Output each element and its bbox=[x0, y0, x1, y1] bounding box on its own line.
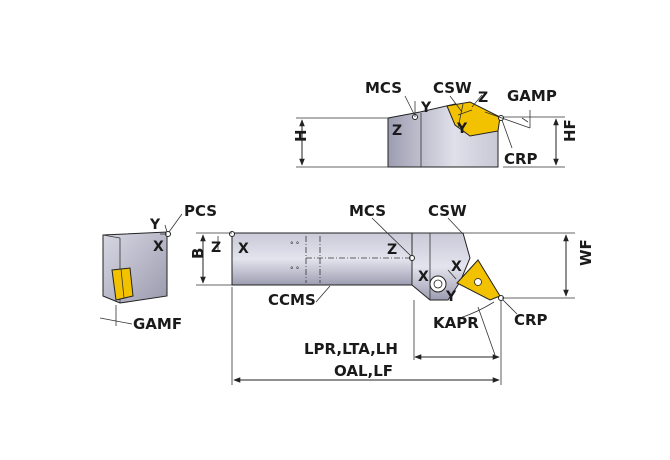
svg-text:° °: ° ° bbox=[290, 241, 299, 249]
end-view: PCS Y X GAMF bbox=[99, 202, 217, 333]
h-label: H bbox=[292, 129, 310, 142]
x-insert-axis: X bbox=[451, 259, 462, 275]
crp-main-label: CRP bbox=[514, 311, 548, 329]
y-insert-axis: Y bbox=[445, 289, 457, 305]
y-top-insert-axis: Y bbox=[456, 121, 468, 137]
crp-top-label: CRP bbox=[504, 150, 538, 168]
z-main-axis: Z bbox=[211, 240, 221, 256]
mcs-top-label: MCS bbox=[365, 79, 402, 97]
x-head-axis: X bbox=[418, 269, 429, 285]
gamf-label: GAMF bbox=[133, 315, 182, 333]
ccms-label: CCMS bbox=[268, 291, 316, 309]
gamp-label: GAMP bbox=[507, 87, 557, 105]
plan-view-head bbox=[411, 232, 471, 301]
oal-label: OAL,LF bbox=[334, 362, 393, 380]
x-main-axis: X bbox=[238, 241, 249, 257]
wf-label: WF bbox=[577, 239, 595, 266]
y-left-axis: Y bbox=[149, 217, 161, 233]
x-left-axis: X bbox=[153, 239, 164, 255]
plan-view-shank bbox=[231, 232, 413, 286]
mcs-main-label: MCS bbox=[349, 202, 386, 220]
svg-text:° °: ° ° bbox=[290, 266, 299, 274]
plan-view: ° ° ° ° B Z X CCMS MCS Z CS bbox=[189, 202, 595, 385]
csw-top-label: CSW bbox=[433, 79, 472, 97]
csw-main-label: CSW bbox=[428, 202, 467, 220]
lpr-label: LPR,LTA,LH bbox=[304, 340, 398, 358]
z-mcs-axis: Z bbox=[387, 242, 397, 258]
z-top-axis: Z bbox=[478, 90, 488, 106]
kapr-label: KAPR bbox=[433, 314, 479, 332]
y-top-axis: Y bbox=[420, 100, 432, 116]
b-label: B bbox=[189, 248, 207, 259]
side-view-insert bbox=[446, 101, 501, 137]
pcs-label: PCS bbox=[184, 202, 217, 220]
z-top-left-axis: Z bbox=[392, 123, 402, 139]
side-view: MCS CSW GAMP CRP H HF Y Z Y Z bbox=[292, 79, 579, 168]
hf-label: HF bbox=[561, 119, 579, 142]
